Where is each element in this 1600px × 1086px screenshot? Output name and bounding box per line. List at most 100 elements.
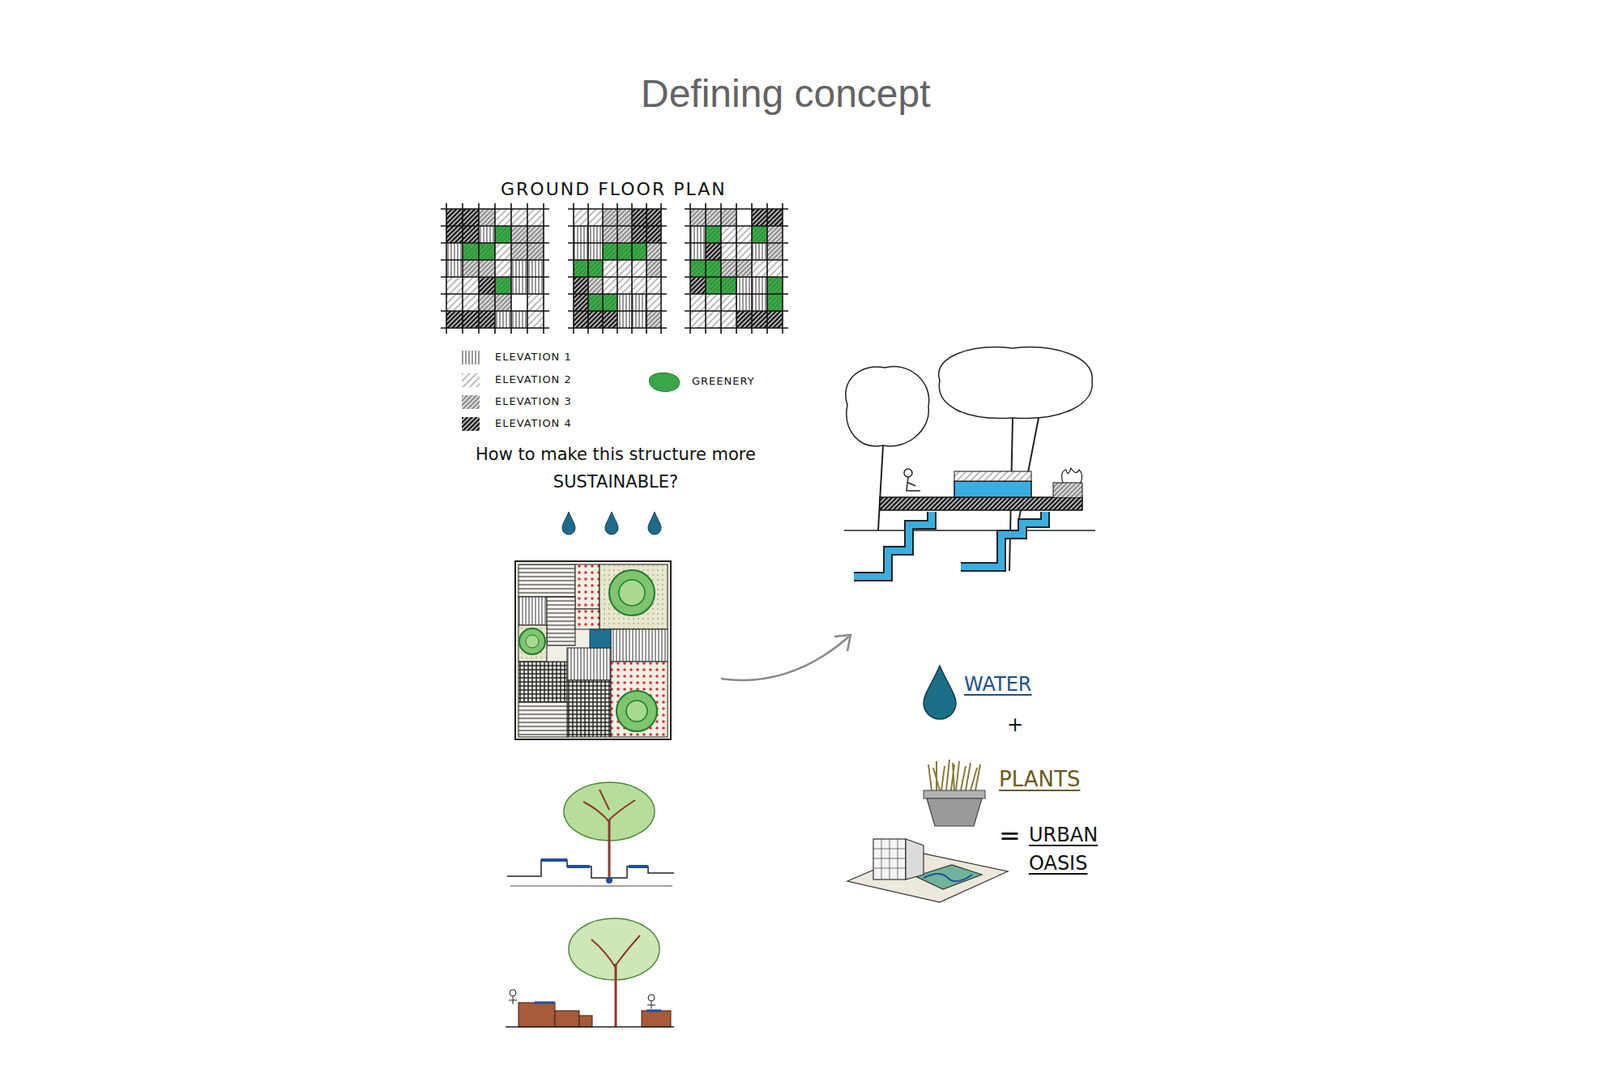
elevation-cell <box>446 311 495 329</box>
legend-hatch-sample <box>461 395 480 410</box>
question-note: How to make this structure more SUSTAINA… <box>457 441 774 496</box>
plant-pot-icon <box>923 759 986 827</box>
site-plan-sketch <box>518 625 547 662</box>
tree-section-2 <box>509 989 517 997</box>
tree-section-1 <box>608 819 611 880</box>
flow-arrow <box>721 635 851 681</box>
grid-line <box>684 225 789 227</box>
elevation-cell <box>494 209 544 227</box>
grid-line <box>567 310 667 312</box>
legend-hatch-sample <box>461 373 480 388</box>
grid-line <box>440 242 550 244</box>
water-section-sketch <box>853 512 1046 577</box>
grid-line <box>440 225 550 227</box>
elevation-cell <box>478 277 495 295</box>
site-plan-sketch <box>575 564 600 610</box>
water-section-sketch <box>845 366 930 446</box>
water-section-sketch <box>904 469 913 478</box>
equals-sign: = <box>998 819 1021 853</box>
elevation-cell <box>705 243 722 261</box>
urban-oasis-sketch <box>847 839 1008 903</box>
greenery-cell <box>494 277 512 295</box>
concept-word: WATER <box>964 672 1032 697</box>
water-section-sketch <box>1053 482 1083 498</box>
tree-section-2 <box>505 918 675 1028</box>
grid-line <box>477 203 480 334</box>
site-plan-sketch <box>518 661 568 703</box>
legend-hatch-sample <box>461 350 480 365</box>
grid-line <box>704 203 707 334</box>
site-plan-sketch <box>567 680 611 738</box>
urban-oasis-sketch <box>905 839 924 880</box>
plant-pot-icon <box>928 759 981 791</box>
greenery-cell <box>705 226 722 244</box>
elevation-cell <box>588 277 603 295</box>
plan-heading: GROUND FLOOR PLAN <box>500 178 727 201</box>
plant-pot-icon <box>926 798 982 827</box>
site-plan-sketch <box>518 702 568 738</box>
grid-line <box>684 310 789 312</box>
water-section-sketch <box>844 529 1096 532</box>
concept-word: PLANTS <box>998 766 1080 794</box>
grid-line <box>684 293 789 295</box>
site-plan-sketch <box>610 629 668 662</box>
grid-line <box>684 259 789 261</box>
tree-section-2 <box>648 994 655 1002</box>
tree-section-2 <box>591 935 640 969</box>
legend-swatch <box>648 372 680 393</box>
plan-grid <box>440 203 550 334</box>
grid-line <box>572 203 575 334</box>
water-section-sketch <box>938 347 1093 419</box>
tree-section-2 <box>568 918 660 981</box>
legend-hatch-sample <box>461 395 480 410</box>
tree-section-1 <box>507 782 675 887</box>
water-drops <box>605 512 619 535</box>
tree-section-2 <box>579 1015 593 1028</box>
legend-hatch-sample <box>461 350 480 365</box>
elevation-cell <box>646 311 662 329</box>
tree-section-2 <box>534 1002 662 1012</box>
grid-line <box>526 203 529 334</box>
grid-line <box>660 203 662 334</box>
elevation-cell <box>478 226 495 244</box>
water-section-sketch <box>1062 468 1083 483</box>
grid-line <box>567 225 667 227</box>
tree-section-1 <box>605 877 613 884</box>
flow-arrow <box>721 636 850 681</box>
grid-line <box>494 203 496 334</box>
site-plan-sketch <box>525 635 539 649</box>
water-drops <box>562 512 662 535</box>
urban-oasis-sketch <box>915 865 982 890</box>
tree-section-2 <box>614 964 618 1028</box>
water-section-sketch <box>954 471 1032 482</box>
tree-section-1 <box>510 886 673 888</box>
plan-grid <box>684 203 789 334</box>
tree-section-2 <box>518 1002 555 1028</box>
grid-line <box>510 203 512 334</box>
site-plan-sketch <box>626 700 648 722</box>
site-plan-sketch <box>518 564 576 598</box>
grid-line <box>601 203 604 334</box>
water-drops <box>648 512 662 535</box>
site-plan-sketch <box>518 597 547 626</box>
urban-oasis-sketch <box>847 852 1008 903</box>
elevation-cell <box>690 209 737 227</box>
legend-hatch-sample <box>461 417 480 431</box>
grid-line <box>689 203 692 334</box>
legend-label: ELEVATION 4 <box>494 417 572 431</box>
legend-label: ELEVATION 1 <box>494 350 572 364</box>
tree-section-2 <box>647 1001 656 1010</box>
ground-floor-plans <box>440 203 789 334</box>
grid-line <box>567 242 667 244</box>
flow-arrow <box>834 635 851 652</box>
legend-label: ELEVATION 3 <box>494 395 572 409</box>
legend-hatch-sample <box>461 373 480 388</box>
water-section-sketch <box>853 512 1046 577</box>
tree-section-2 <box>508 996 517 1005</box>
concept-result: URBAN OASIS <box>1028 821 1118 879</box>
grid-line <box>567 208 667 210</box>
elevation-cell <box>736 209 752 227</box>
elevation-cell <box>690 277 706 295</box>
